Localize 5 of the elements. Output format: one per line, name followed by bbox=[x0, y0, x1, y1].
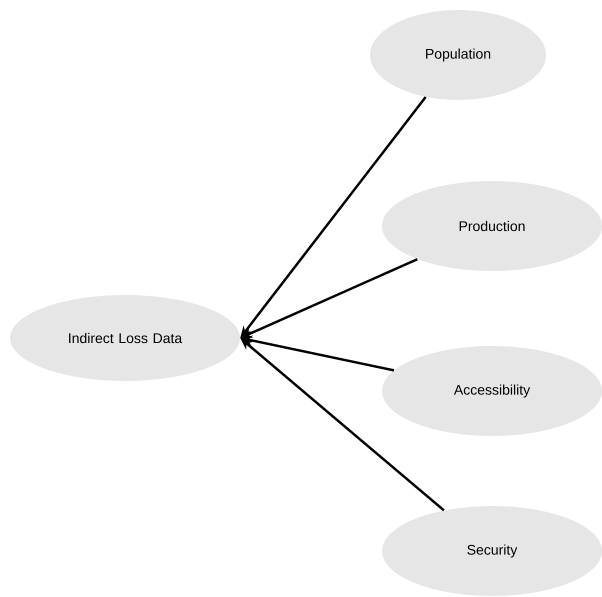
ellipse-node: Security bbox=[382, 506, 602, 596]
ellipse-node: Accessibility bbox=[382, 346, 602, 436]
ellipse-node: Production bbox=[382, 181, 602, 271]
ellipse-node: Indirect Loss Data bbox=[10, 295, 240, 381]
ellipse-node: Population bbox=[370, 10, 546, 100]
